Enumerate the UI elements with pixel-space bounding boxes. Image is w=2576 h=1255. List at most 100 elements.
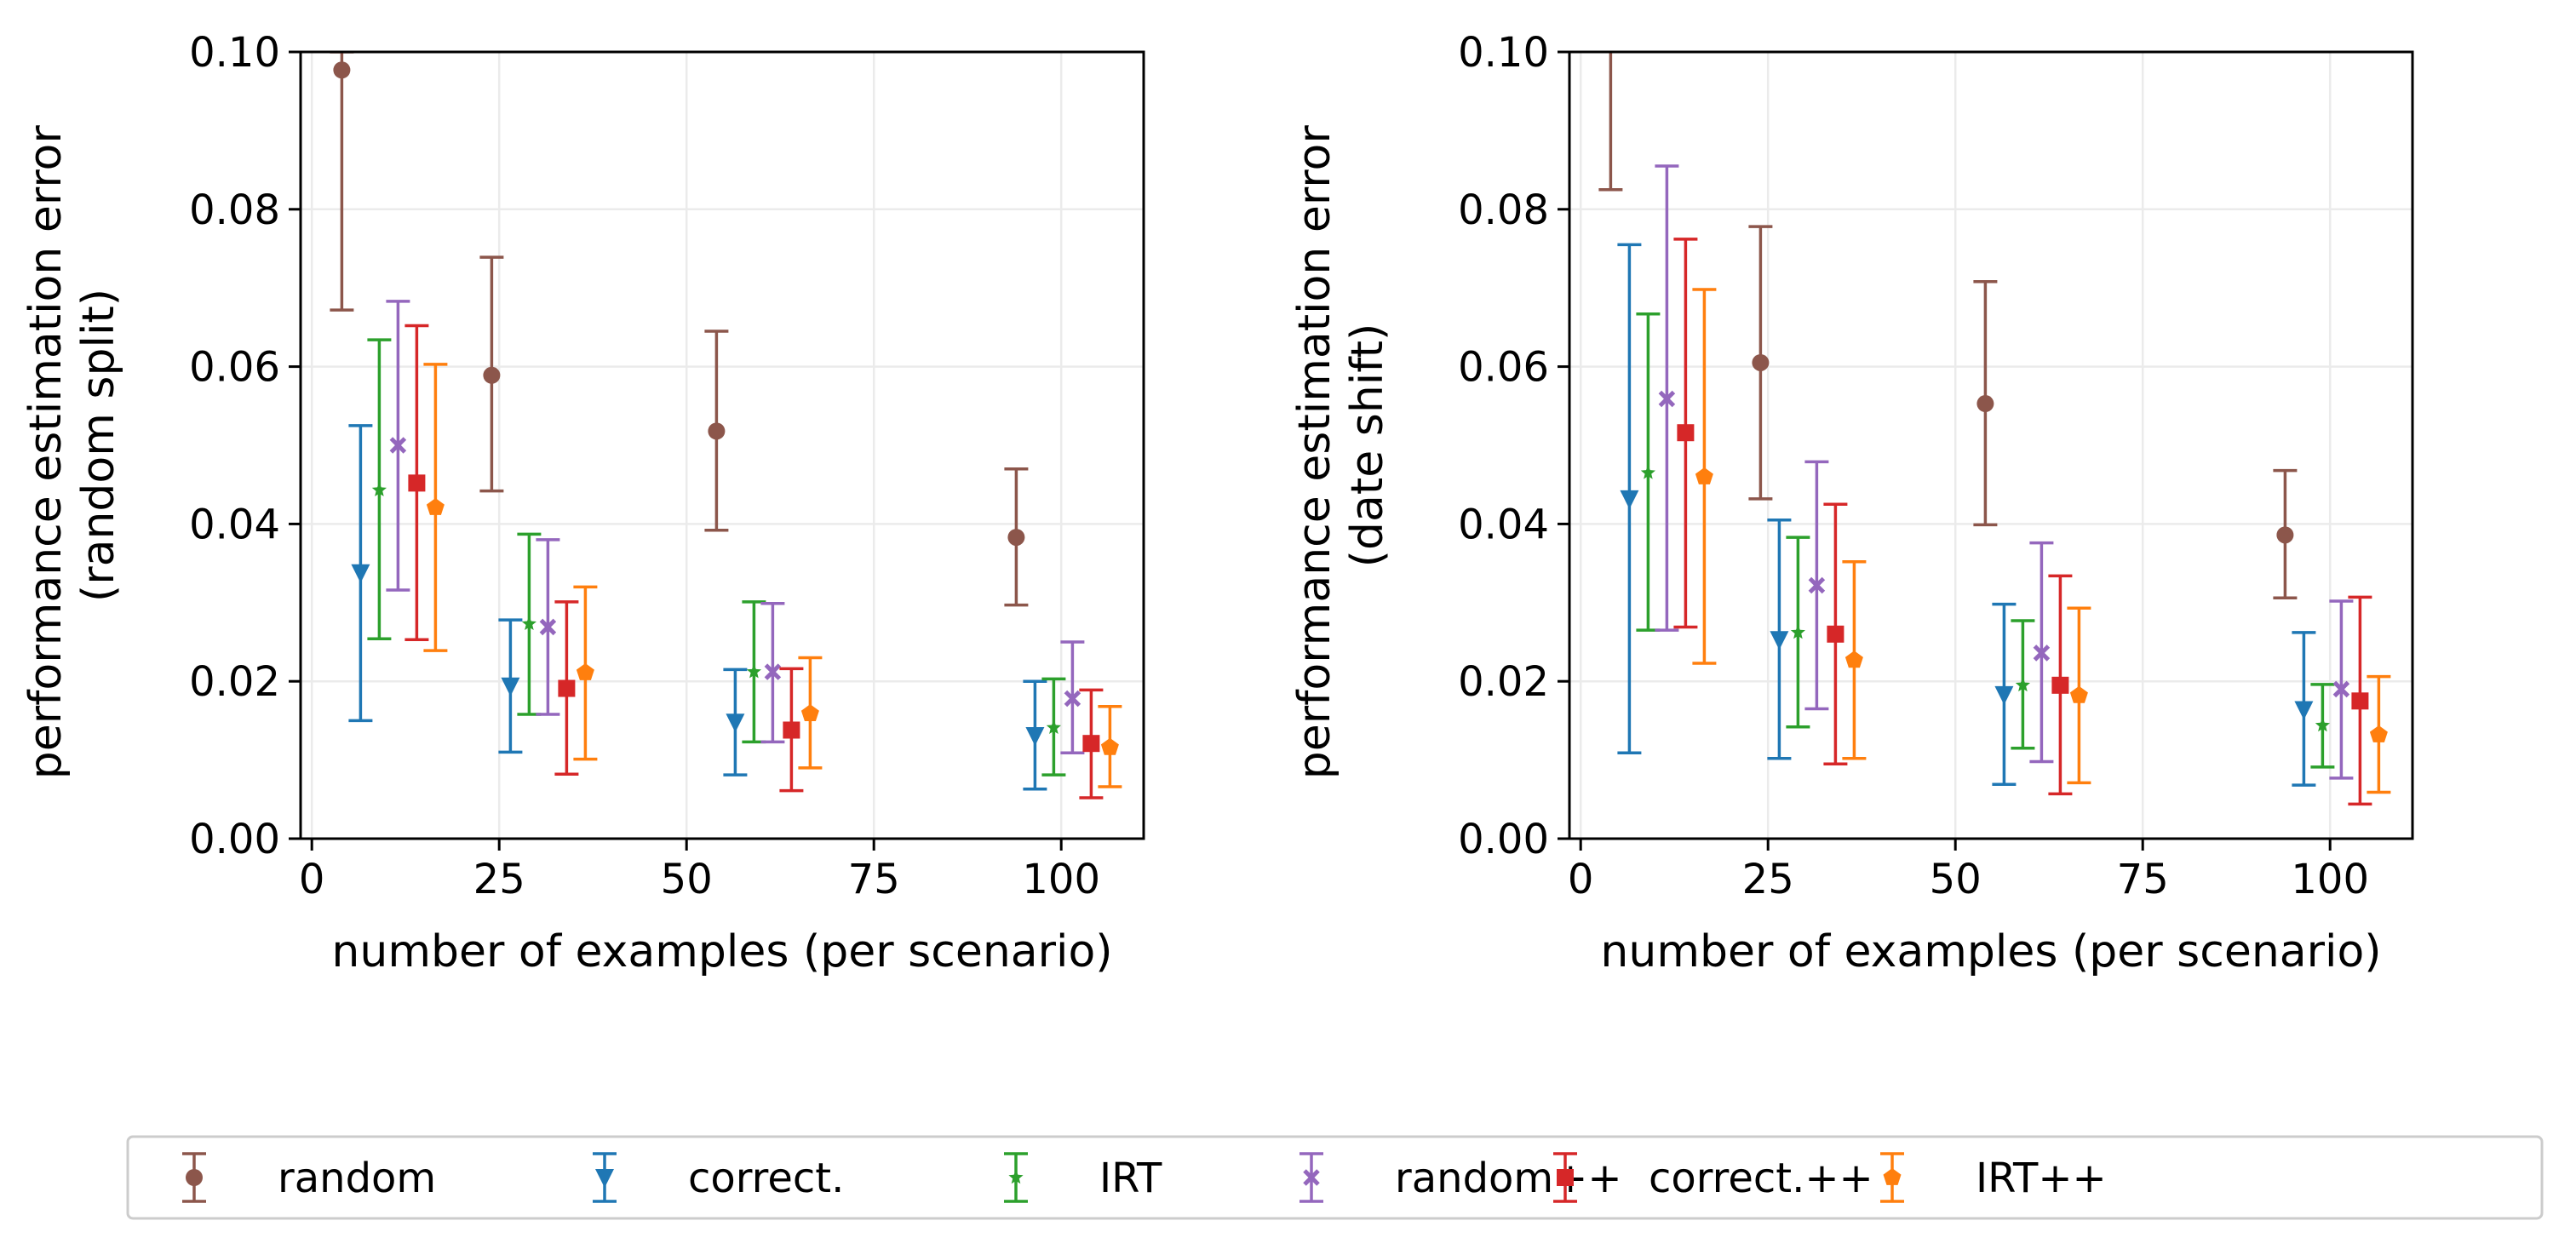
data-point xyxy=(1827,625,1845,643)
data-point xyxy=(1620,490,1639,509)
data-point xyxy=(2015,677,2030,692)
y-tick-label: 0.02 xyxy=(1458,658,1549,706)
error-bar xyxy=(1023,679,1047,791)
error-bar xyxy=(386,300,410,592)
y-tick-label: 0.06 xyxy=(189,344,280,392)
error-bar xyxy=(2292,631,2316,787)
data-point xyxy=(783,721,800,739)
legend-item-irt: IRT xyxy=(1004,1152,1162,1203)
error-bar xyxy=(2329,599,2354,780)
data-point xyxy=(1770,631,1789,650)
error-bar xyxy=(367,338,392,641)
data-point xyxy=(2351,692,2369,710)
error-bar xyxy=(760,601,785,744)
error-bar xyxy=(2011,619,2035,750)
data-point xyxy=(2033,645,2051,662)
error-bar xyxy=(2029,541,2054,764)
error-bar xyxy=(479,255,504,493)
error-bar xyxy=(1992,602,2017,786)
error-bar xyxy=(2310,683,2335,769)
x-tick-label: 0 xyxy=(1568,856,1594,903)
legend-marker xyxy=(595,1169,614,1188)
error-bar xyxy=(1617,243,1642,755)
data-point xyxy=(764,663,782,680)
series-irt xyxy=(367,338,1066,776)
legend: random correct. IRT random++ correct.++IRT++ xyxy=(126,1135,2544,1220)
legend-marker xyxy=(1008,1170,1024,1184)
error-bar xyxy=(1041,677,1066,776)
error-bar xyxy=(779,667,804,793)
data-point xyxy=(1752,353,1770,371)
y-axis-label: performance estimation error (random spl… xyxy=(20,112,124,780)
y-tick-label: 0.10 xyxy=(189,29,280,77)
error-bar xyxy=(536,538,560,716)
data-point xyxy=(800,704,819,721)
error-bar xyxy=(1673,238,1698,629)
error-bar xyxy=(404,324,429,641)
data-point xyxy=(426,498,445,515)
legend-box xyxy=(126,1135,2544,1220)
data-point xyxy=(371,482,387,496)
error-bar xyxy=(1598,52,1623,192)
x-tick-label: 75 xyxy=(848,856,900,903)
legend-item-irt-: IRT++ xyxy=(1880,1152,2107,1203)
data-point xyxy=(726,713,745,733)
error-bar-marks xyxy=(330,52,1122,799)
plot-frame xyxy=(299,50,1145,840)
error-bar xyxy=(1079,688,1104,799)
data-point xyxy=(2051,676,2069,694)
error-bar xyxy=(1767,519,1792,760)
legend-item-random: random xyxy=(182,1152,436,1203)
data-point xyxy=(1100,737,1119,755)
data-point xyxy=(1695,467,1713,484)
error-bar xyxy=(2273,468,2298,600)
data-point xyxy=(1976,395,1994,413)
y-axis-label-line-2: (random split) xyxy=(73,289,124,602)
error-bar xyxy=(723,668,748,776)
legend-label: random++ xyxy=(1395,1155,1622,1202)
series-correct- xyxy=(1673,238,2372,806)
error-bar xyxy=(573,585,598,761)
legend-label: correct.++ xyxy=(1649,1155,1873,1202)
data-point xyxy=(539,618,557,636)
error-bar xyxy=(1973,280,1998,527)
error-bar xyxy=(2367,674,2391,794)
series-random- xyxy=(386,300,1085,755)
data-point xyxy=(1658,390,1676,408)
series-random- xyxy=(1655,164,2354,780)
x-tick-label: 25 xyxy=(473,856,525,903)
error-bar xyxy=(2048,574,2073,796)
y-tick-label: 0.08 xyxy=(189,186,280,234)
legend-item-random-: random++ xyxy=(1299,1152,1622,1203)
error-bar xyxy=(798,656,823,770)
data-point xyxy=(576,663,594,680)
data-point xyxy=(1007,529,1025,547)
error-bar xyxy=(2067,606,2091,785)
legend-label: correct. xyxy=(688,1155,844,1202)
data-point xyxy=(351,564,370,583)
data-point xyxy=(1082,735,1100,753)
error-bar xyxy=(1842,560,1867,760)
data-point xyxy=(483,366,501,384)
error-bar xyxy=(2348,595,2372,806)
data-point xyxy=(2069,685,2088,703)
y-tick-label: 0.00 xyxy=(189,816,280,863)
data-point xyxy=(1994,685,2014,705)
x-tick-label: 50 xyxy=(661,856,713,903)
error-bar xyxy=(1004,467,1029,607)
data-point xyxy=(2276,526,2294,544)
legend-label: IRT xyxy=(1099,1155,1162,1202)
y-axis-label-line-1: performance estimation error xyxy=(20,125,72,780)
data-point xyxy=(1808,576,1826,594)
legend-marker xyxy=(1557,1169,1574,1186)
error-bar xyxy=(1786,536,1810,729)
error-bar xyxy=(1060,640,1085,755)
legend-label: random xyxy=(278,1155,436,1202)
x-tick-label: 0 xyxy=(299,856,325,903)
plot-frame xyxy=(1568,50,2414,840)
x-tick-label: 25 xyxy=(1742,856,1794,903)
series-irt- xyxy=(1692,288,2391,794)
